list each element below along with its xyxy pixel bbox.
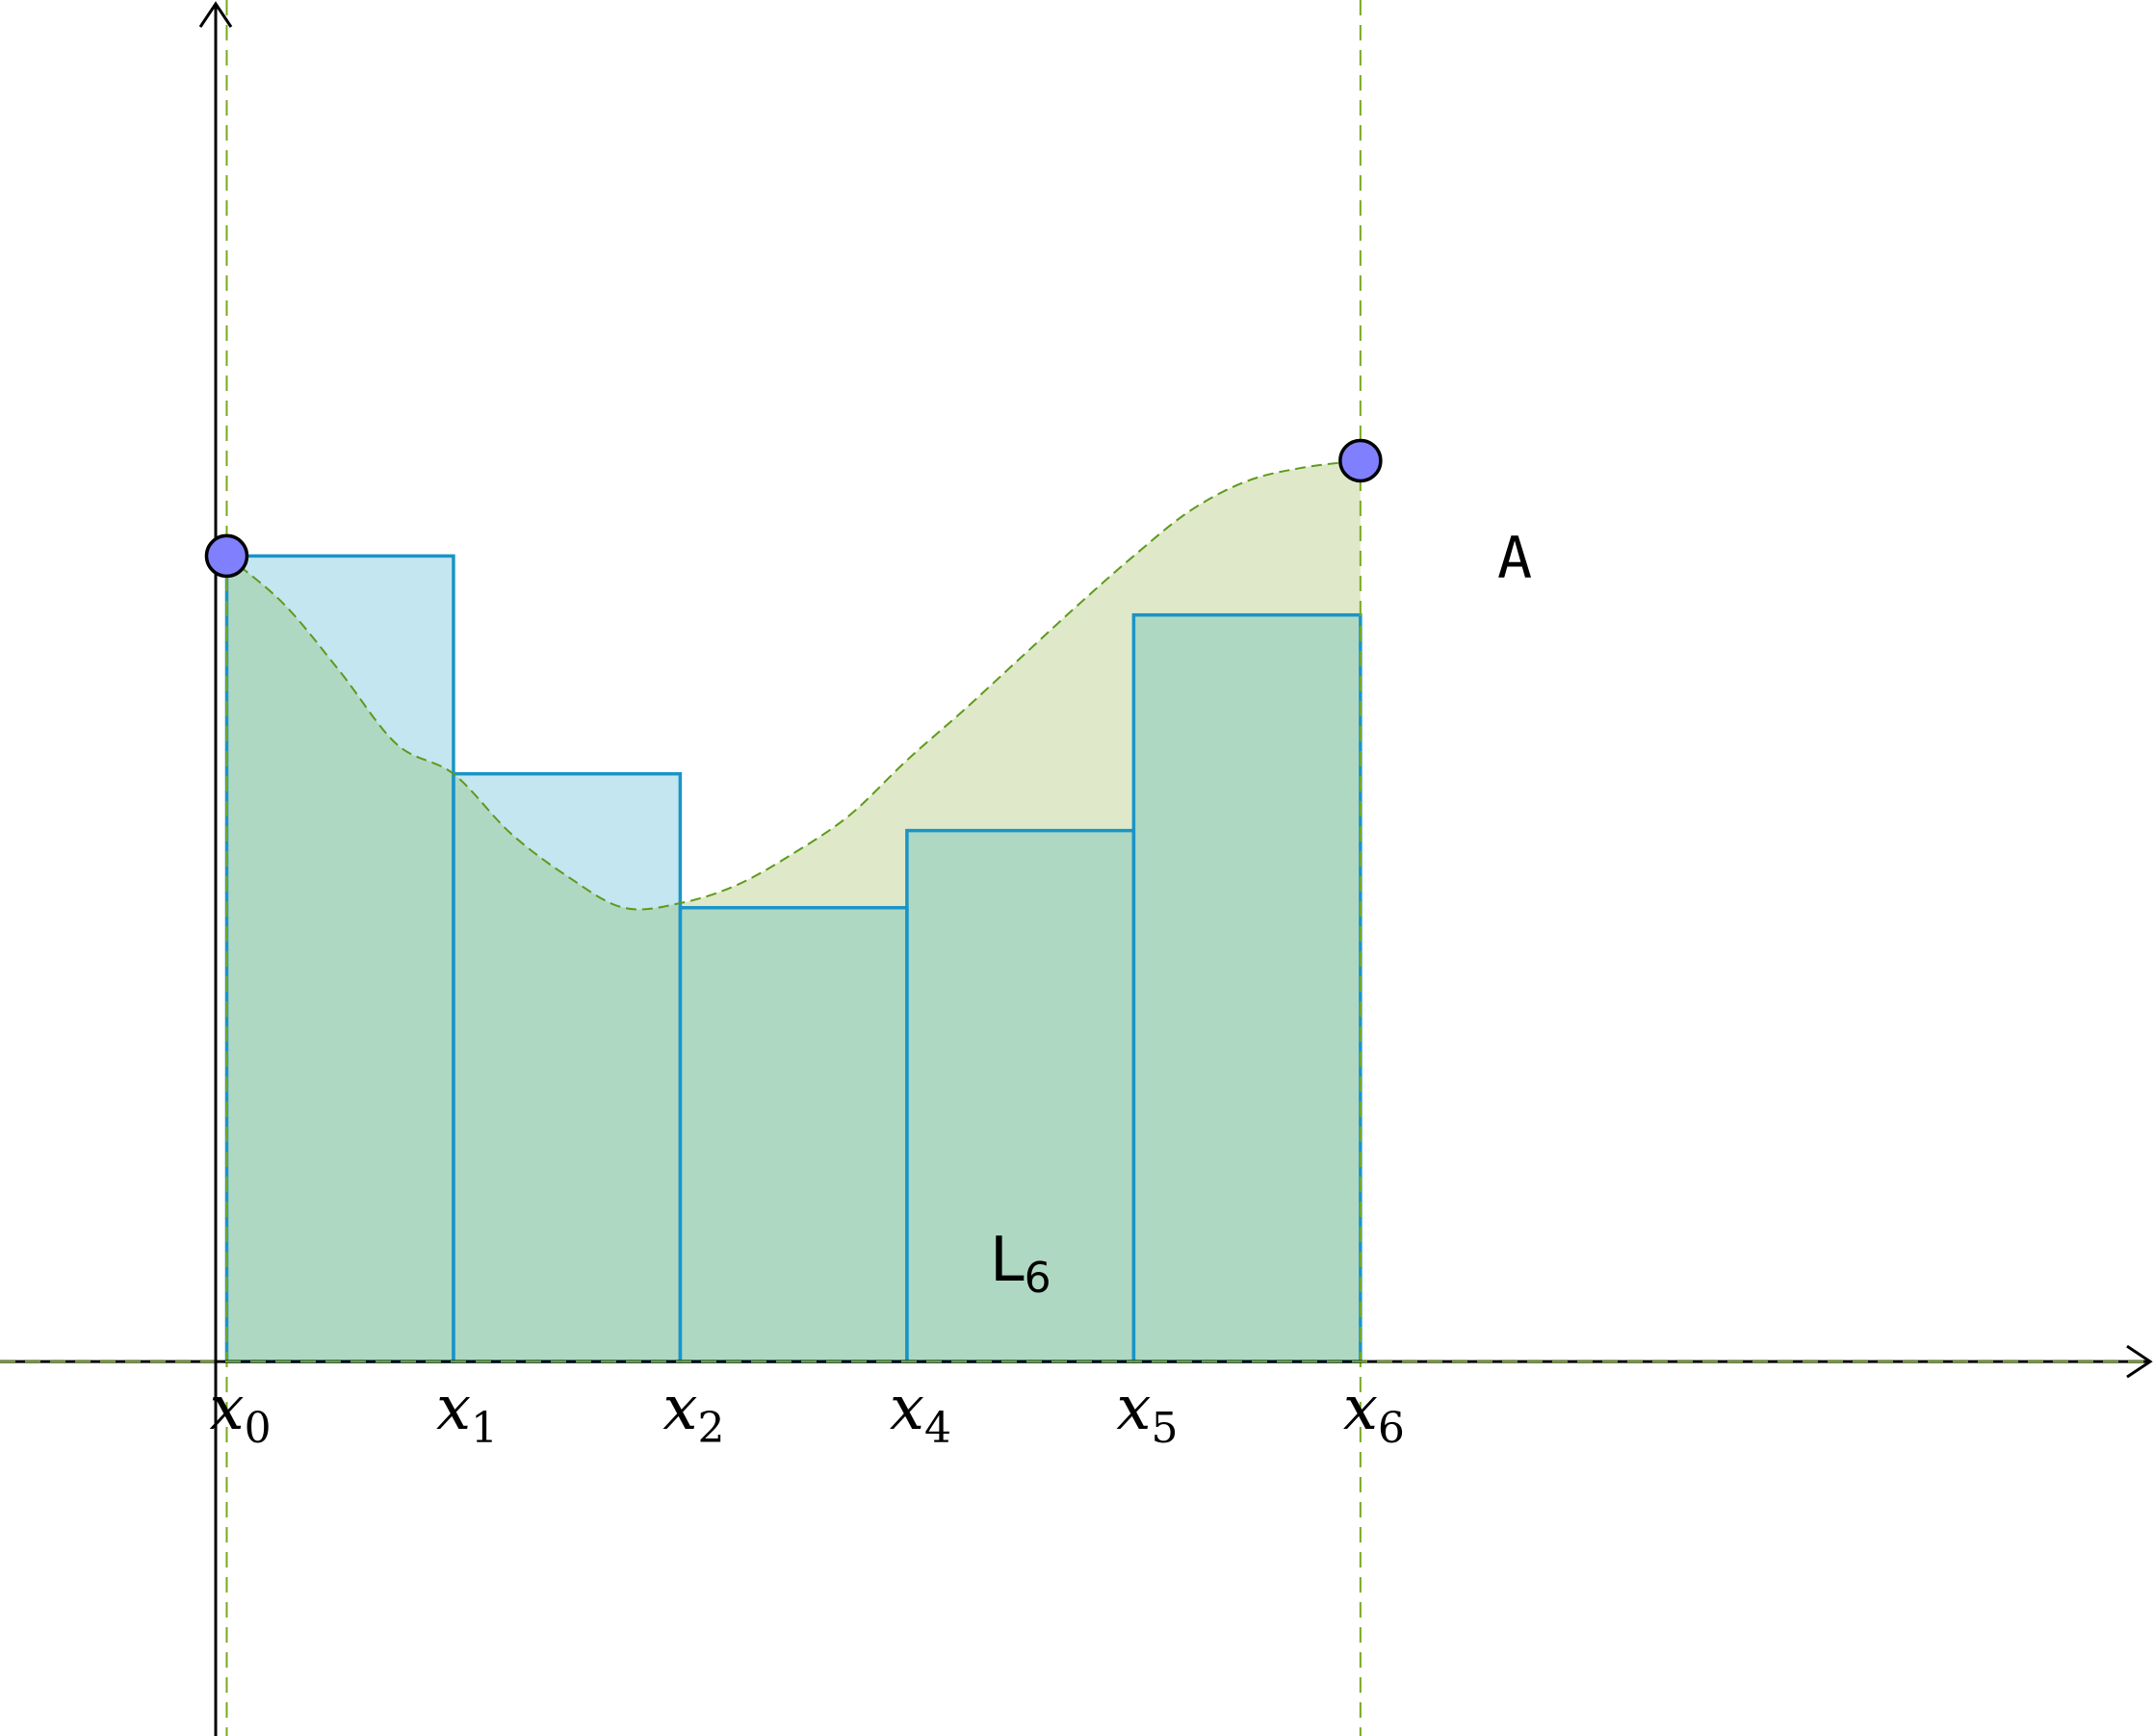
tick-label-subscript: 0 [245, 1404, 272, 1453]
rectangle-overlap [1133, 614, 1361, 1362]
rectangle-overlap [680, 907, 907, 1362]
tick-label-base: x [1116, 1373, 1151, 1444]
x-axis-arrow [2126, 1344, 2153, 1379]
tick-label-base: x [890, 1373, 924, 1444]
rectangles-layer [224, 554, 1362, 1363]
tick-label-base: x [436, 1373, 471, 1444]
tick-label-base: x [1343, 1373, 1378, 1444]
region-label: L6 [990, 1225, 1051, 1303]
area-label: A [1497, 525, 1532, 592]
endpoints-layer [204, 438, 1383, 579]
endpoint-marker [1338, 438, 1383, 483]
rectangle-overlap [906, 830, 1134, 1362]
tick-label-subscript: 2 [698, 1404, 725, 1453]
tick-label: x0 [209, 1373, 271, 1453]
tick-label-subscript: 4 [924, 1404, 951, 1453]
tick-label-subscript: 1 [471, 1404, 498, 1453]
y-axis-arrow [198, 1, 233, 28]
tick-label: x4 [890, 1373, 951, 1453]
tick-label: x6 [1343, 1373, 1405, 1453]
tick-label-subscript: 6 [1378, 1404, 1405, 1453]
tick-label: x2 [662, 1373, 724, 1453]
region-label-subscript: 6 [1025, 1254, 1051, 1303]
tick-label: x5 [1116, 1373, 1178, 1453]
tick-label-subscript: 5 [1151, 1404, 1178, 1453]
tick-label: x1 [436, 1373, 498, 1453]
lines-layer [225, 0, 1362, 1736]
region-label-main: L [990, 1225, 1025, 1296]
tick-label-base: x [662, 1373, 697, 1444]
endpoint-marker [204, 533, 249, 579]
tick-label-base: x [209, 1373, 244, 1444]
